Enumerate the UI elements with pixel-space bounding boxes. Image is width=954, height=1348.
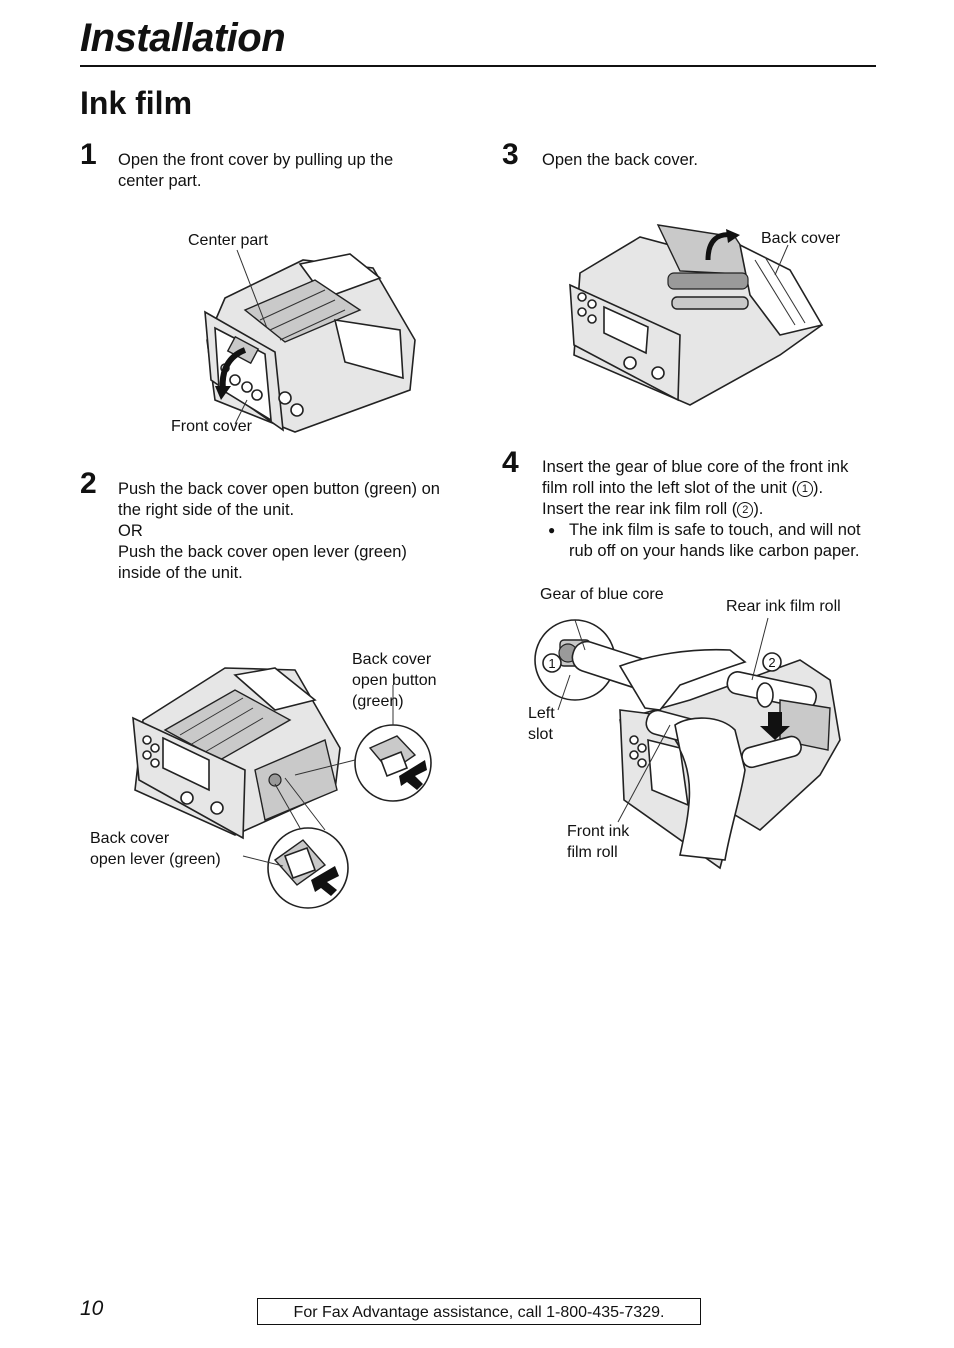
page-header-title: Installation (80, 16, 286, 60)
marker-2-label: 2 (768, 655, 775, 670)
callout-front-ink-film-roll: Front ink film roll (567, 821, 629, 863)
step-2-line: inside of the unit. (118, 564, 243, 582)
step-4-line-3: Insert the rear ink film roll (2). (542, 499, 882, 520)
step-1-number: 1 (80, 138, 97, 171)
marker-2: 2 (737, 502, 754, 518)
step-2-line: OR (118, 522, 143, 540)
step-2-text: Push the back cover open button (green) … (118, 479, 440, 584)
step-4-line-2-text: film roll into the left slot of the unit… (542, 479, 797, 497)
step-2-line: the right side of the unit. (118, 501, 295, 519)
header-divider (80, 65, 876, 67)
back-cover-open-illustration (569, 224, 824, 406)
callout-open-button: Back cover open button (green) (352, 649, 437, 712)
front-cover-open-illustration (204, 249, 416, 433)
callout-left-slot-line: Left (528, 705, 555, 722)
callout-front-ink-film-roll-line: film roll (567, 844, 618, 861)
callout-rear-ink-film-roll: Rear ink film roll (726, 598, 841, 615)
section-title: Ink film (80, 85, 193, 121)
callout-open-button-line: open button (352, 672, 437, 689)
callout-open-button-line: Back cover (352, 651, 432, 668)
step-1-line: Open the front cover by pulling up the (118, 151, 394, 169)
step-4-note-line: The ink film is safe to touch, and will … (569, 521, 861, 539)
callout-left-slot-line: slot (528, 726, 553, 743)
step-2-line: Push the back cover open button (green) … (118, 480, 440, 498)
back-cover-open-button-illustration (132, 667, 432, 909)
step-3-line: Open the back cover. (542, 151, 698, 169)
step-4-line-3-end: ). (753, 500, 764, 518)
insert-ink-film-illustration: 1 2 (534, 617, 841, 870)
step-1-line: center part. (118, 172, 202, 190)
step-4-line-3-text: Insert the rear ink film roll ( (542, 500, 738, 518)
step-4-line-2-end: ). (812, 479, 824, 497)
callout-front-cover: Front cover (171, 418, 252, 435)
step-3-text: Open the back cover. (542, 150, 698, 171)
marker-1: 1 (796, 481, 813, 497)
callout-open-button-line: (green) (352, 693, 404, 710)
callout-open-lever-line: open lever (green) (90, 851, 221, 868)
assistance-footer: For Fax Advantage assistance, call 1-800… (257, 1298, 701, 1325)
bullet-icon: ● (548, 523, 556, 537)
marker-1-label: 1 (548, 656, 555, 671)
step-4-line-2: film roll into the left slot of the unit… (542, 478, 882, 499)
step-4-note-text: The ink film is safe to touch, and will … (569, 520, 861, 562)
callout-back-cover: Back cover (761, 230, 841, 247)
step-2-number: 2 (80, 467, 97, 500)
callout-left-slot: Left slot (528, 703, 555, 745)
callout-gear-of-blue-core: Gear of blue core (540, 586, 664, 603)
callout-center-part: Center part (188, 232, 269, 249)
step-4-line-1: Insert the gear of blue core of the fron… (542, 458, 849, 476)
step-2-line: Push the back cover open lever (green) (118, 543, 407, 561)
callout-open-lever: Back cover open lever (green) (90, 828, 221, 870)
step-4-note-line: rub off on your hands like carbon paper. (569, 542, 860, 560)
step-4-note: ● The ink film is safe to touch, and wil… (542, 520, 882, 562)
step-3-number: 3 (502, 138, 519, 171)
callout-front-ink-film-roll-line: Front ink (567, 823, 630, 840)
step-4-number: 4 (502, 446, 519, 479)
step-4-text: Insert the gear of blue core of the fron… (542, 457, 882, 562)
callout-open-lever-line: Back cover (90, 830, 170, 847)
page-number: 10 (80, 1297, 104, 1320)
step-1-text: Open the front cover by pulling up the c… (118, 150, 393, 192)
